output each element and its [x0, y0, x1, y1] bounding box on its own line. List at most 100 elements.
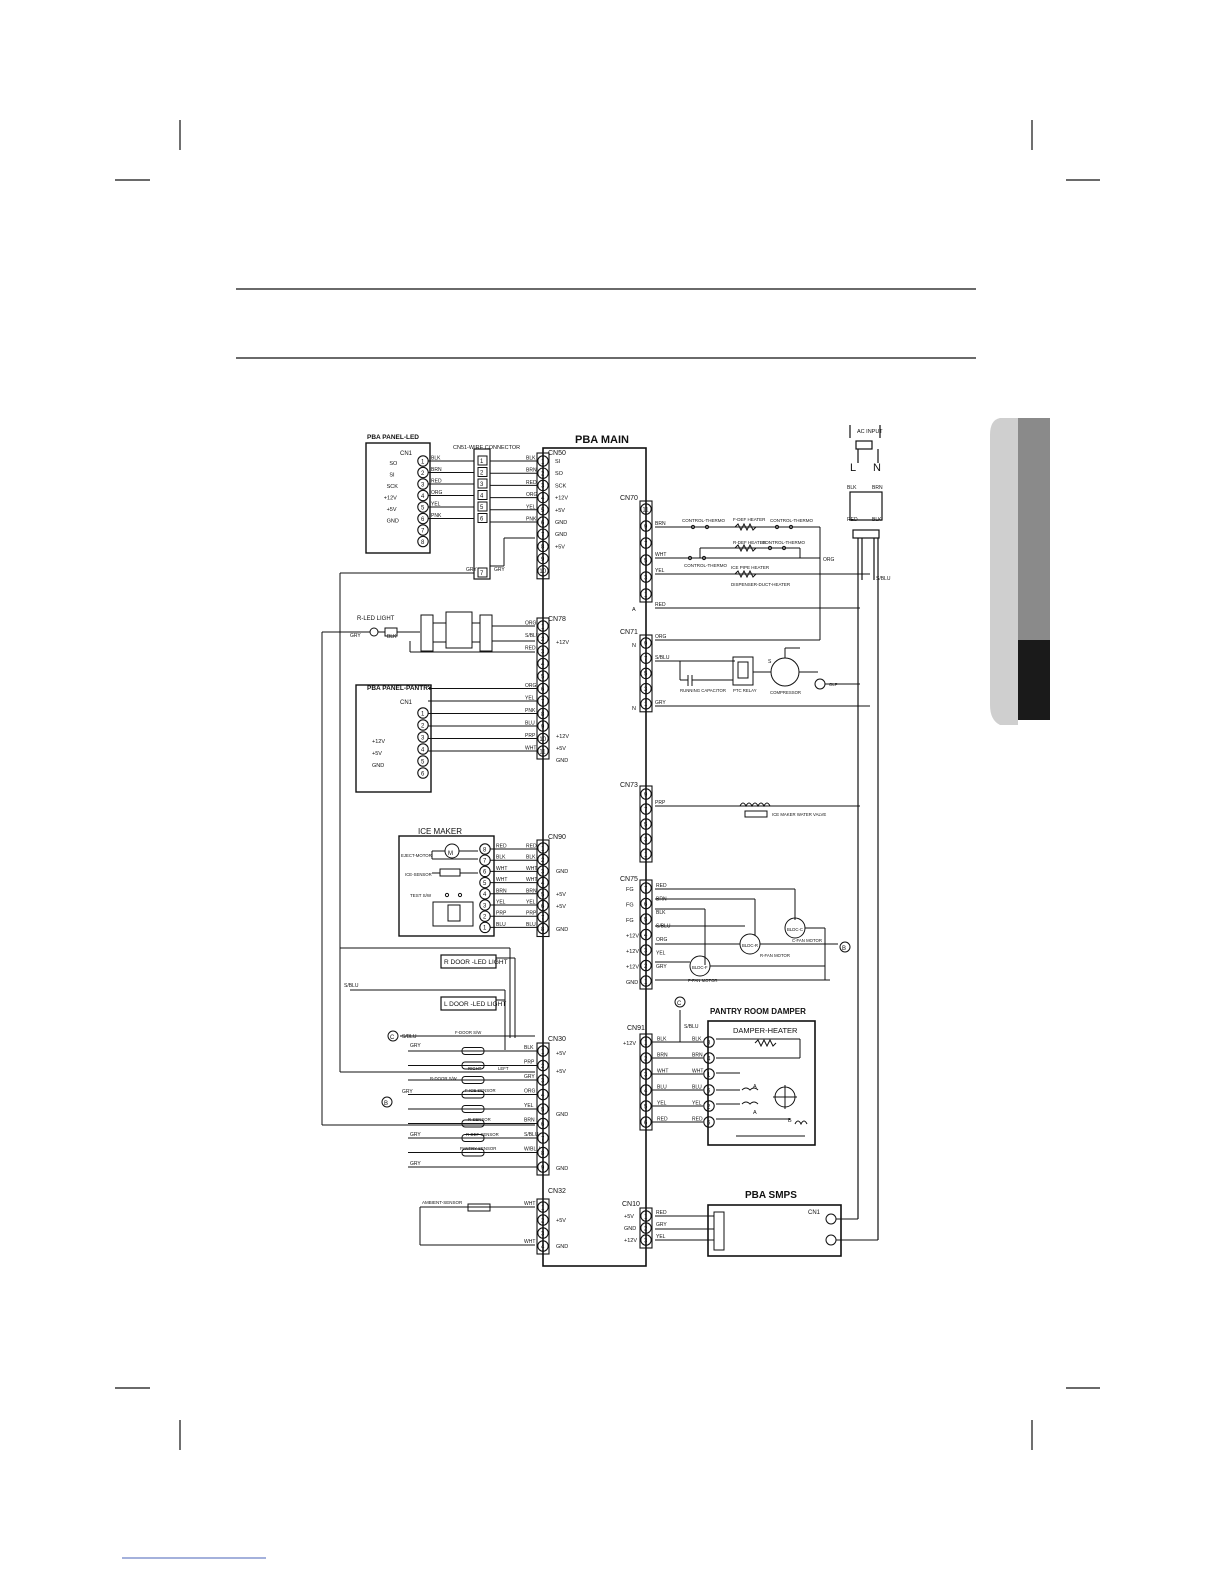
cn50-signal-8: +5V [555, 544, 565, 550]
cn91-pin [640, 1116, 652, 1128]
cn73-pin-number: 3 [644, 837, 648, 843]
cn50-pin-number: 7 [541, 533, 545, 539]
led-wire-color-2: BRN [431, 467, 442, 473]
damper-pin [703, 1068, 715, 1080]
cn90-wire-left-2: BLK [496, 855, 506, 861]
cn73-strip [639, 785, 653, 863]
cn10-wire-3: YEL [656, 1234, 666, 1240]
cn78-wire-1: ORG [525, 621, 537, 627]
cn78-pin [537, 745, 549, 757]
pantry-signal-3: +12V [372, 739, 385, 745]
cn71-compressor-circuit [655, 639, 870, 707]
led-wire-color-3: RED [431, 479, 442, 485]
cn70-wire-wht: WHT [655, 552, 666, 558]
cn78-pin [537, 670, 549, 682]
cn91-signal-12v: +12V [623, 1041, 636, 1047]
damper-pin [703, 1116, 715, 1128]
cn78-pin [537, 632, 549, 645]
main-board-outline [542, 447, 647, 1267]
smps-title: PBA SMPS [745, 1190, 797, 1201]
ice-maker-pin-number: 2 [483, 915, 487, 921]
cn90-pin-number: 2 [541, 858, 545, 864]
cn78-wire-11: WHT [525, 746, 536, 752]
damper-pin-number: 3 [707, 1040, 711, 1046]
cn10-signal-3: +12V [624, 1238, 637, 1244]
cn91-wire-left-3: WHT [657, 1069, 668, 1075]
cn32-pin [537, 1240, 549, 1252]
cn71-pin-number: 7 [644, 657, 648, 663]
cn50-pin-number: 2 [541, 472, 545, 478]
cn10-strip [639, 1207, 653, 1249]
led-panel-signal-1: SO [389, 461, 398, 467]
cn90-pin-number: 3 [541, 869, 545, 875]
cn78-pin [537, 732, 549, 745]
wire-connector-pin [477, 455, 488, 466]
cn30-sensor-body [461, 1134, 485, 1142]
damper-a-1: A [753, 1084, 757, 1090]
crop-marks [115, 120, 1100, 1450]
cn30-gry-3: GRY [410, 1132, 421, 1138]
led-panel-pin-number: 1 [421, 459, 425, 465]
cn30-pin [537, 1132, 549, 1144]
cn50-signal-3: SCK [555, 483, 567, 489]
cn30-pin [537, 1059, 549, 1072]
smps-wiring [655, 1213, 878, 1246]
cn75-signal-5: +12V [626, 949, 639, 955]
cn73-pin-number: 5 [644, 822, 648, 828]
cn30-label: CN30 [548, 1036, 566, 1043]
damper-pin [703, 1100, 715, 1112]
cn50-pin [537, 552, 549, 565]
label-n-1: N [632, 643, 636, 649]
label-n-2: N [632, 706, 636, 712]
cn50-wire-color-2: BRN [526, 468, 537, 474]
cn75-wire-1: RED [656, 883, 667, 889]
cn73-wire-prp: PRP [655, 800, 666, 806]
led-panel-pin-number: 2 [421, 471, 425, 477]
cn10-pin-number: 1 [644, 1214, 648, 1220]
cn90-5v-a: +5V [556, 892, 566, 898]
cn91-pin [640, 1052, 652, 1064]
cn73-pin [640, 848, 652, 860]
cn70-pin [640, 554, 652, 566]
rled-light-label: R-LED LIGHT [357, 616, 395, 622]
cn10-wire-2: GRY [656, 1222, 667, 1228]
cn30-pin-number: 8 [541, 1151, 545, 1157]
wire-connector-block [473, 448, 491, 580]
cn50-pin-number: 8 [541, 545, 545, 551]
led-panel-signal-6: GND [387, 519, 399, 525]
cn90-pin [537, 865, 549, 877]
led-wire-color-4: ORG [431, 490, 443, 496]
cn71-pin-number: 1 [644, 702, 648, 708]
cn73-pin [640, 818, 652, 830]
wire-connector-pin [477, 501, 488, 512]
cn91-wire-left-1: BLK [657, 1037, 667, 1043]
cn70-pin-number: 1 [644, 592, 648, 598]
cn75-pin [640, 913, 652, 925]
cn75-pin [640, 944, 652, 956]
cn91-wire-left-6: RED [657, 1117, 668, 1123]
cn91-wire-left-2: BRN [657, 1053, 668, 1059]
cn91-pin-number: 2 [644, 1056, 648, 1062]
cn90-wire-right-7: PRP [526, 911, 537, 917]
damper-pin-number: 4 [707, 1056, 711, 1062]
cn78-pin-number: 11 [539, 749, 546, 755]
cn30-gry-2: GRY [402, 1089, 413, 1095]
ac-blk-2: BLK [872, 517, 882, 523]
cn70-pin-number: 9 [644, 524, 648, 530]
ref-b-right-label: B [842, 946, 846, 952]
cn78-pin [537, 682, 549, 695]
cn75-pin-number: 5 [644, 917, 648, 923]
cn90-wire-left-4: WHT [496, 877, 507, 883]
cn30-pin-number: 4 [541, 1093, 545, 1099]
cn70-pin [640, 503, 652, 515]
cn75-signal-7: GND [626, 980, 638, 986]
cn30-pin-number: 9 [541, 1165, 545, 1171]
pantry-pin [417, 731, 429, 743]
cn50-pin-number: 3 [541, 484, 545, 490]
ref-c-top-label: C [677, 1001, 682, 1007]
cn71-wire-gry: GRY [655, 700, 666, 706]
cn78-pin-number: 1 [541, 624, 545, 630]
rled-blk: BLK [387, 634, 397, 640]
